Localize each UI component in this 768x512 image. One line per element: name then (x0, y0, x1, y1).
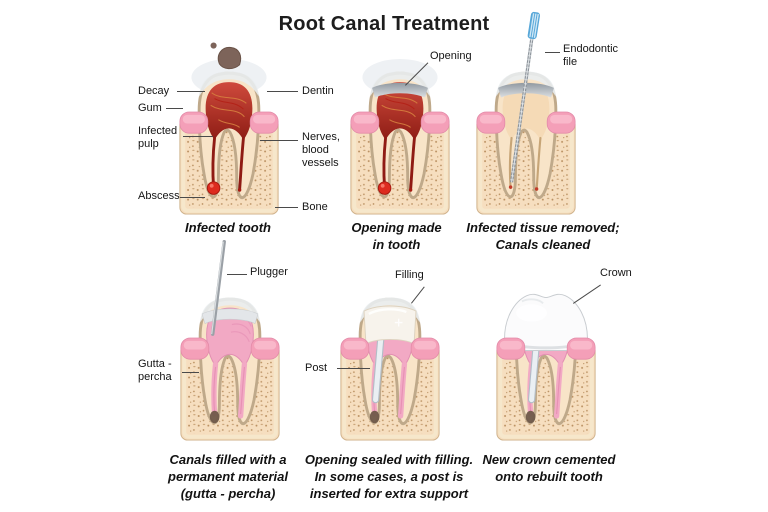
leader-line (337, 368, 370, 369)
infected-tooth-illustration (179, 42, 279, 215)
panel-infected-tooth: Decay Gum Infected pulp Abscess Dentin N… (120, 28, 350, 258)
panel-canals-cleaned: Endodontic file Infected tissue removed;… (455, 11, 645, 258)
label-abscess: Abscess (138, 190, 180, 202)
caption-infected-tooth: Infected tooth (185, 220, 271, 235)
panel-opening-sealed: Filling Post Opening sealed with filling… (300, 236, 500, 506)
label-post: Post (305, 362, 328, 374)
leader-line (182, 372, 199, 373)
panel-canals-filled: Plugger Gutta - percha Canals filled wit… (120, 236, 350, 506)
page-title: Root Canal Treatment (278, 13, 490, 35)
label-endodontic-file: Endodontic file (563, 43, 619, 69)
caption-canals-cleaned: Infected tissue removed; Canals cleaned (466, 220, 620, 252)
leader-line (180, 197, 205, 198)
caption-crown-cemented: New crown cemented onto rebuilt tooth (482, 452, 616, 484)
gutta-percha-tooth-illustration (180, 239, 280, 441)
label-plugger: Plugger (250, 266, 288, 278)
label-filling: Filling (395, 269, 424, 281)
caption-opening-sealed: Opening sealed with filling. In some cas… (304, 452, 474, 501)
filled-tooth-illustration (340, 297, 440, 441)
label-infected-pulp: Infected pulp (138, 125, 178, 151)
leader-line (227, 274, 247, 275)
leader-line (183, 136, 213, 137)
label-nerves: Nerves, blood vessels (302, 131, 340, 170)
caption-opening-made: Opening made in tooth (351, 220, 442, 252)
caption-canals-filled: Canals filled with a permanent material … (168, 452, 288, 501)
label-gutta-percha: Gutta - percha (138, 358, 172, 384)
opening-tooth-illustration (350, 59, 450, 215)
leader-line (166, 108, 183, 109)
label-crown: Crown (600, 267, 632, 279)
label-bone: Bone (302, 201, 328, 213)
leader-line (177, 91, 205, 92)
label-gum: Gum (138, 102, 162, 114)
label-dentin: Dentin (302, 85, 334, 97)
panel-crown-cemented: Crown New crown cemented onto rebuilt to… (455, 236, 655, 506)
leader-line (545, 52, 560, 53)
crowned-tooth-illustration (496, 293, 596, 441)
leader-line (267, 91, 298, 92)
label-opening: Opening (430, 50, 472, 62)
leader-line (260, 140, 298, 141)
panel-opening-made: Opening Opening made in tooth (330, 28, 495, 258)
label-decay: Decay (138, 85, 170, 97)
cleaned-tooth-illustration (476, 11, 576, 215)
leader-line (275, 207, 298, 208)
